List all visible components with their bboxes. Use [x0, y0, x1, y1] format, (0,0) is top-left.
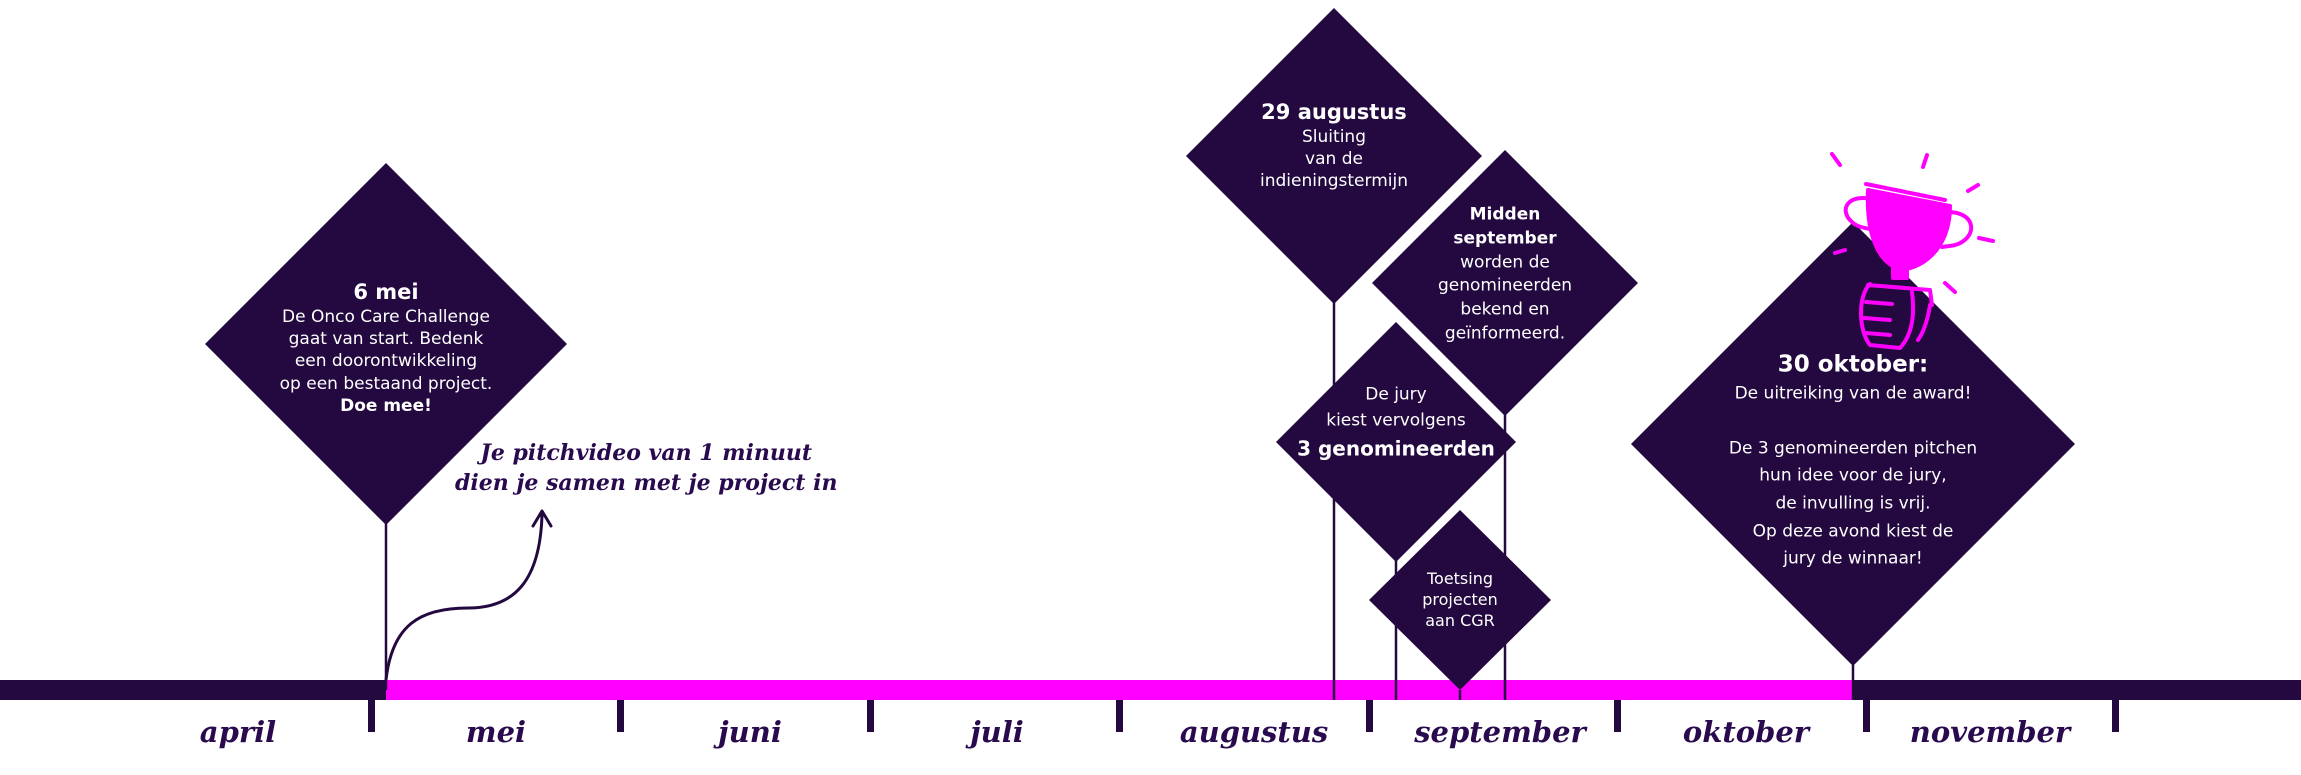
month-label-mei: mei: [465, 715, 527, 749]
curved-arrow-icon: [384, 509, 553, 682]
month-label-augustus: augustus: [1179, 715, 1329, 749]
month-label-oktober: oktober: [1682, 715, 1810, 749]
event-aug29-title: 29 augustus: [1261, 100, 1407, 125]
trophy-icon: [1830, 152, 1995, 350]
connector-lines: [384, 298, 1855, 700]
diamond-mid-sept: [1372, 150, 1638, 416]
diamond-may: [205, 163, 567, 525]
event-oct30-body: De uitreiking van de award!: [1734, 383, 1972, 404]
month-label-september: september: [1414, 715, 1586, 749]
event-aug29-body: Sluiting van de indieningstermijn: [1260, 127, 1408, 192]
month-label-november: november: [1909, 715, 2071, 749]
month-label-juni: juni: [718, 715, 782, 749]
month-ticks: [368, 700, 2119, 732]
event-oct30-body2: De 3 genomineerden pitchen hun idee voor…: [1728, 438, 1978, 569]
event-jury-body: De jury kiest vervolgens: [1326, 384, 1466, 431]
diamond-oct30: [1631, 222, 2075, 666]
pitch-video-note: Je pitchvideo van 1 minuut dien je samen…: [455, 440, 838, 496]
event-may-title: 6 mei: [353, 280, 419, 305]
event-oct30-title: 30 oktober:: [1777, 351, 1929, 378]
event-may-body: De Onco Care Challenge gaat van start. B…: [279, 307, 493, 394]
event-jury: De jury kiest vervolgens 3 genomineerden: [1291, 383, 1501, 464]
event-may-bold: Doe mee!: [340, 395, 432, 416]
diamond-jury: [1276, 322, 1516, 562]
event-aug29: 29 augustus Sluiting van de indieningste…: [1234, 99, 1434, 193]
diamond-toetsing: [1369, 510, 1551, 690]
event-jury-bold: 3 genomineerden: [1297, 436, 1495, 461]
event-toetsing-body: Toetsing projecten aan CGR: [1422, 568, 1498, 630]
event-may: 6 mei De Onco Care Challenge gaat van st…: [266, 279, 506, 417]
month-label-april: april: [199, 715, 277, 749]
event-mid-sept-body: worden de genomineerden bekend en geïnfo…: [1437, 252, 1573, 344]
event-mid-sept: Midden september worden de genomineerden…: [1415, 204, 1595, 347]
event-mid-sept-title: Midden september: [1453, 204, 1557, 249]
axis-bar-progress: [386, 680, 1852, 700]
event-oct30: 30 oktober: De uitreiking van de award! …: [1708, 350, 1998, 573]
diamond-aug29: [1186, 8, 1482, 304]
month-label-juli: juli: [970, 715, 1024, 749]
event-toetsing: Toetsing projecten aan CGR: [1400, 569, 1520, 631]
